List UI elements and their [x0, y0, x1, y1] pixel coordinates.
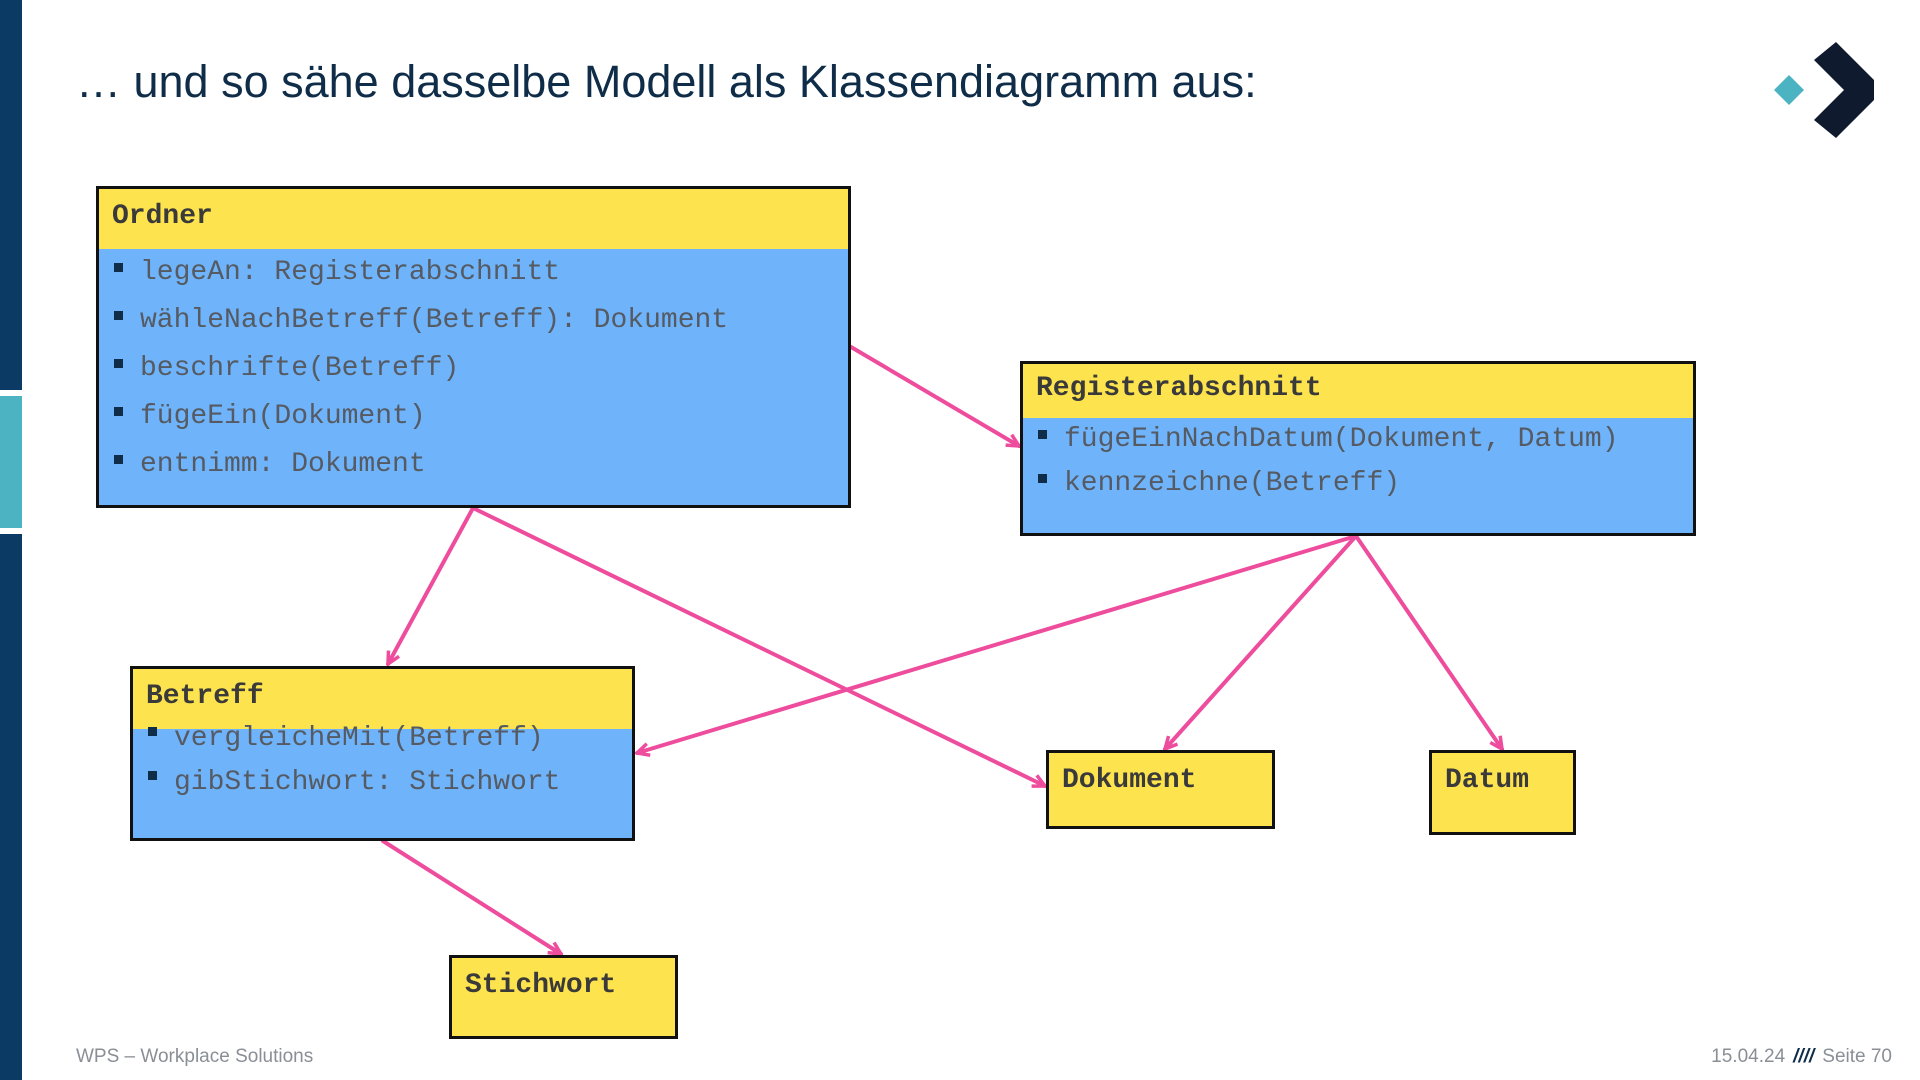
- slide-title: … und so sähe dasselbe Modell als Klasse…: [76, 56, 1257, 107]
- arrow-ordner-to-betreff: [386, 506, 475, 664]
- operations-list-registerabschnitt: fügeEinNachDatum(Dokument, Datum) kennze…: [1023, 418, 1693, 506]
- class-box-registerabschnitt: Registerabschnitt fügeEinNachDatum(Dokum…: [1020, 361, 1696, 536]
- side-accent-bar-middle: [0, 396, 22, 528]
- class-box-ordner: Ordner legeAn: Registerabschnitt wähleNa…: [96, 186, 851, 508]
- class-box-datum: Datum: [1429, 750, 1576, 835]
- operation-item: kennzeichne(Betreff): [1038, 462, 1693, 506]
- arrow-registerabschnitt-to-betreff: [637, 534, 1358, 753]
- operation-item: gibStichwort: Stichwort: [148, 761, 632, 805]
- arrow-ordner-to-dokument: [471, 506, 1045, 788]
- arrow-ordner-to-registerabschnitt: [849, 345, 1019, 448]
- operation-item: vergleicheMit(Betreff): [148, 717, 632, 761]
- operation-item: legeAn: Registerabschnitt: [114, 249, 848, 297]
- class-box-dokument: Dokument: [1046, 750, 1275, 829]
- arrow-betreff-to-stichwort: [381, 839, 561, 954]
- operation-item: beschrifte(Betreff): [114, 345, 848, 393]
- class-name-registerabschnitt: Registerabschnitt: [1023, 364, 1693, 418]
- class-box-betreff: Betreff vergleicheMit(Betreff) gibStichw…: [130, 666, 635, 841]
- operation-item: fügeEin(Dokument): [114, 393, 848, 441]
- company-logo-icon: [1774, 42, 1874, 138]
- operations-list-ordner: legeAn: Registerabschnitt wähleNachBetre…: [99, 249, 848, 489]
- footer-page-number: Seite 70: [1822, 1046, 1892, 1067]
- footer-date: 15.04.24: [1711, 1046, 1786, 1067]
- arrow-registerabschnitt-to-dokument: [1165, 534, 1358, 749]
- class-box-stichwort: Stichwort: [449, 955, 678, 1039]
- side-accent-bar-bottom: [0, 534, 22, 1080]
- footer-page-info: 15.04.24 //// Seite 70: [1711, 1046, 1892, 1068]
- side-accent-bar-top: [0, 0, 22, 390]
- operation-item: fügeEinNachDatum(Dokument, Datum): [1038, 418, 1693, 462]
- operation-item: wähleNachBetreff(Betreff): Dokument: [114, 297, 848, 345]
- operation-item: entnimm: Dokument: [114, 441, 848, 489]
- arrow-registerabschnitt-to-datum: [1354, 534, 1502, 749]
- class-name-betreff: Betreff: [133, 669, 632, 729]
- class-name-ordner: Ordner: [99, 189, 848, 249]
- operations-list-betreff: vergleicheMit(Betreff) gibStichwort: Sti…: [133, 717, 632, 805]
- footer-company: WPS – Workplace Solutions: [76, 1046, 314, 1067]
- footer-separator: ////: [1793, 1046, 1815, 1067]
